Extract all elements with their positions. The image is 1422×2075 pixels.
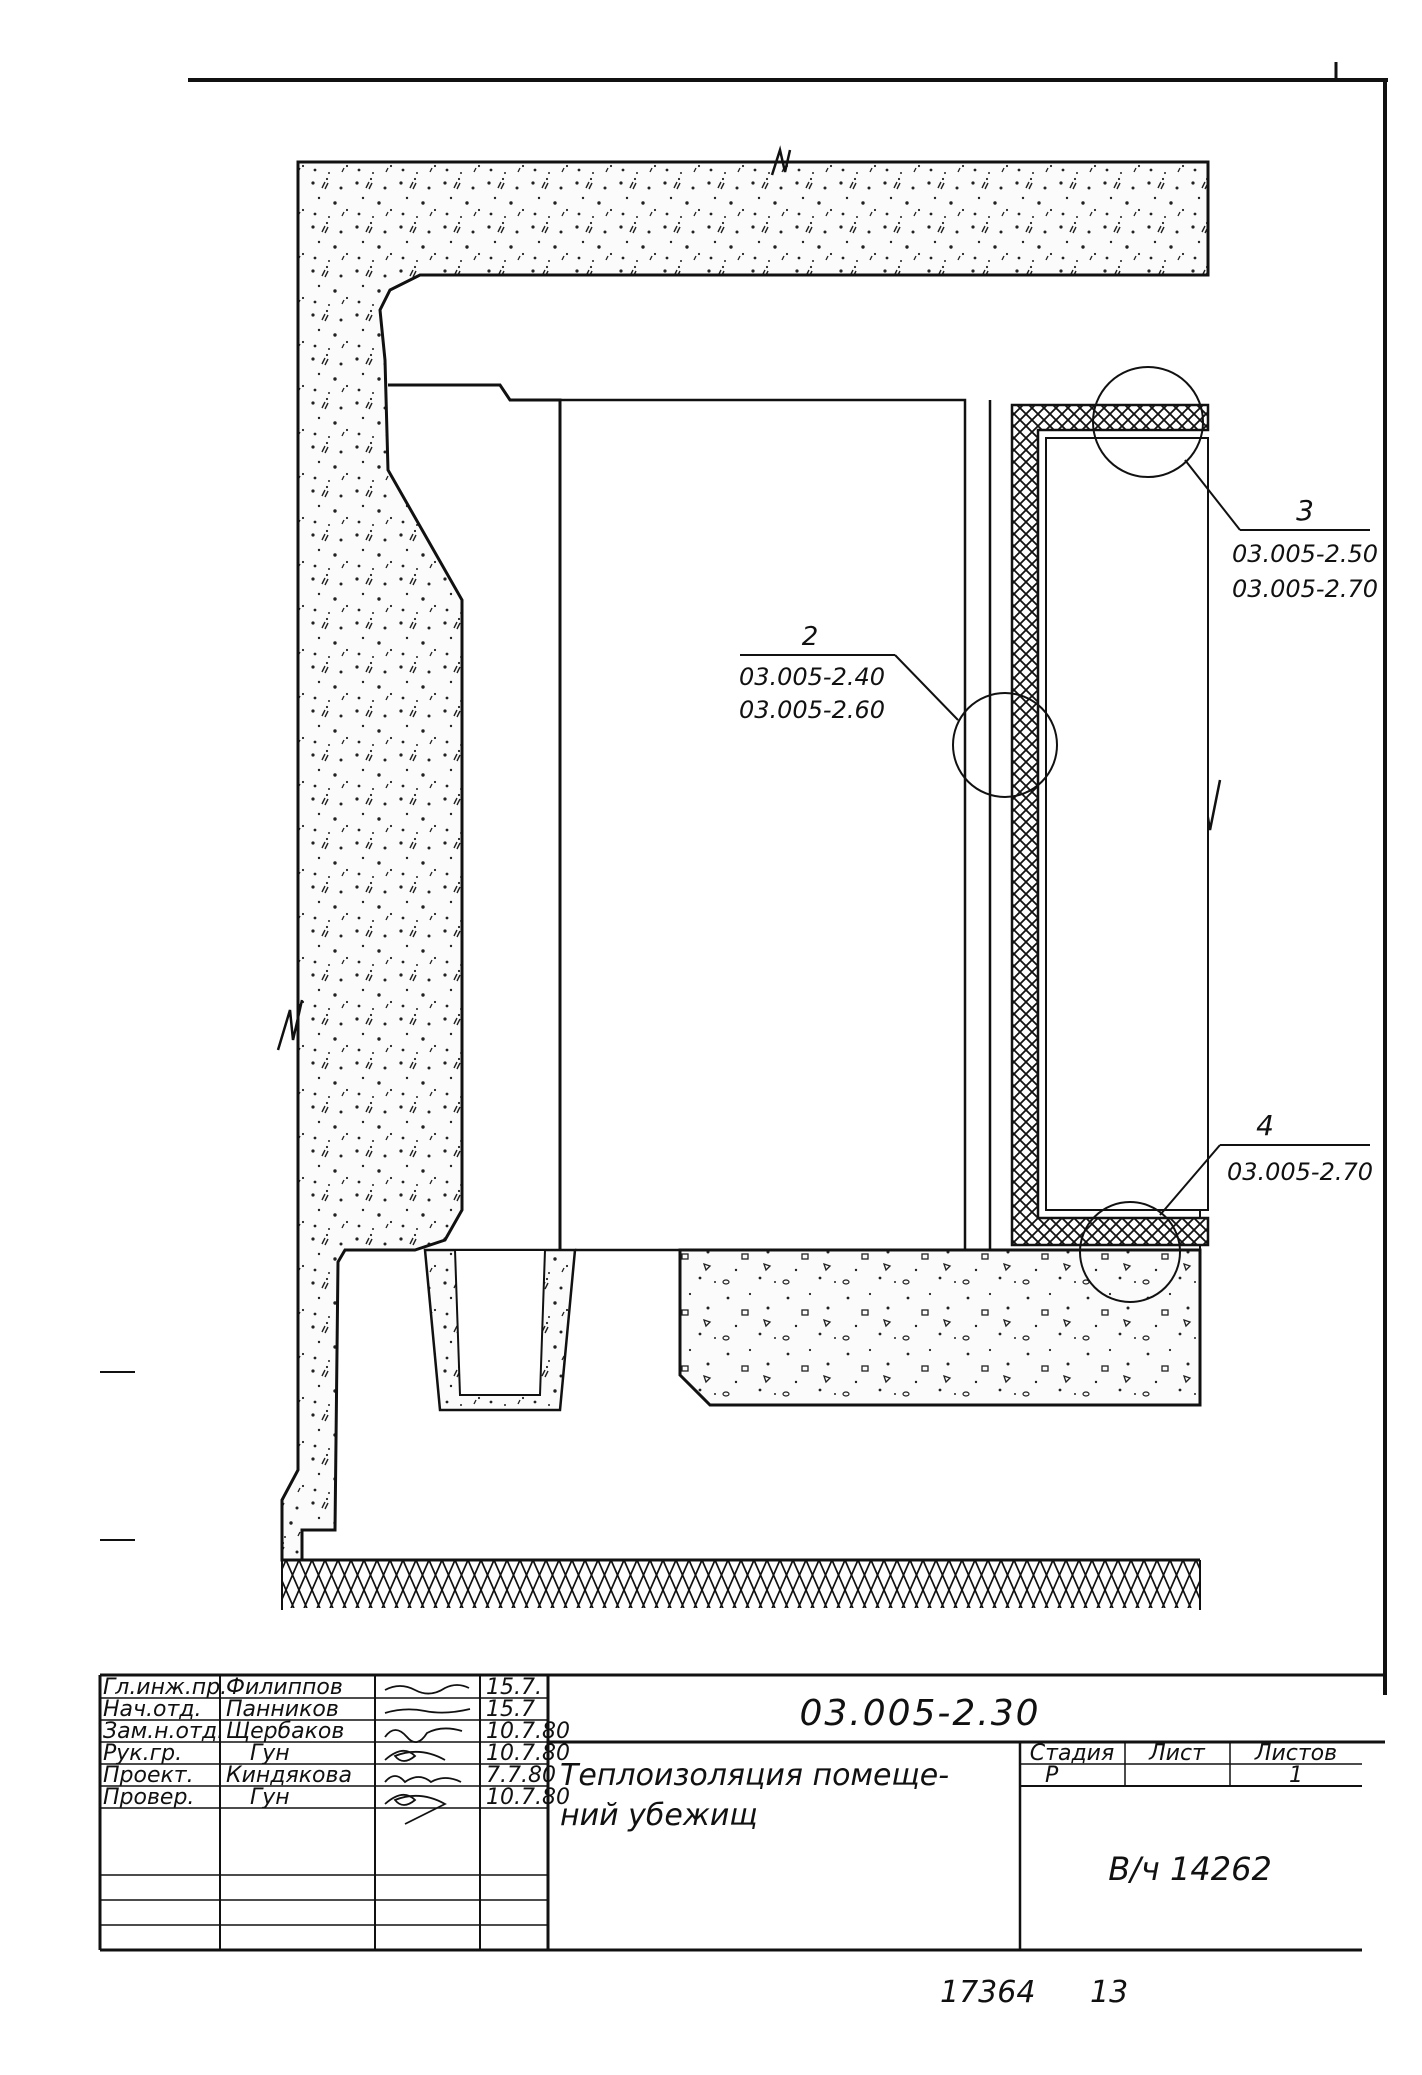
- name-5: Киндякова: [226, 1763, 352, 1788]
- title-block: Гл.инж.пр. Филиппов 15.7. Нач.отд. Панни…: [98, 1673, 1385, 1952]
- date-5: 7.7.80: [486, 1763, 556, 1788]
- stage-value: Р: [1045, 1763, 1059, 1788]
- role-2: Нач.отд.: [103, 1697, 202, 1722]
- role-1: Гл.инж.пр.: [103, 1675, 227, 1700]
- name-6: Гун: [250, 1785, 290, 1810]
- callout-2: 2 03.005-2.40 03.005-2.60: [739, 622, 1058, 798]
- role-3: Зам.н.отд.: [103, 1719, 224, 1744]
- callout-3-number: 3: [1296, 494, 1314, 527]
- date-2: 15.7: [486, 1697, 535, 1722]
- gravel-floor-slab: [678, 1248, 1202, 1407]
- sheets-header: Листов: [1254, 1741, 1337, 1766]
- foundation-earth: [281, 1558, 1201, 1610]
- title-line-1: Теплоизоляция помеще-: [560, 1758, 949, 1793]
- callout-2-ref-2: 03.005-2.60: [739, 696, 885, 724]
- sheet-header: Лист: [1148, 1741, 1206, 1766]
- title-line-2: ний убежищ: [560, 1798, 758, 1833]
- role-6: Провер.: [103, 1785, 194, 1810]
- sheets-value: 1: [1289, 1763, 1303, 1788]
- date-4: 10.7.80: [486, 1741, 570, 1766]
- name-3: Щербаков: [226, 1719, 344, 1744]
- callout-3-ref-2: 03.005-2.70: [1232, 575, 1378, 603]
- callout-3: 3 03.005-2.50 03.005-2.70: [1092, 366, 1378, 603]
- callout-3-ref-1: 03.005-2.50: [1232, 540, 1378, 568]
- callout-4: 4 03.005-2.70: [1079, 1109, 1373, 1303]
- room-outline-center: [560, 398, 967, 1252]
- page-footer: 17364 13: [940, 1975, 1128, 2010]
- thermal-insulation-layer: [1010, 403, 1210, 1247]
- callout-2-ref-1: 03.005-2.40: [739, 663, 885, 691]
- page-number: 13: [1090, 1975, 1128, 2010]
- drawing-frame: [100, 62, 1388, 1695]
- name-1: Филиппов: [226, 1675, 343, 1700]
- concrete-enclosure: [280, 160, 1210, 1562]
- role-5: Проект.: [103, 1763, 194, 1788]
- date-6: 10.7.80: [486, 1785, 570, 1810]
- stage-header: Стадия: [1030, 1741, 1114, 1766]
- signatures: [384, 1684, 471, 1825]
- role-4: Рук.гр.: [103, 1741, 182, 1766]
- name-2: Панников: [226, 1697, 339, 1722]
- callout-4-ref-1: 03.005-2.70: [1227, 1158, 1373, 1186]
- callout-4-number: 4: [1256, 1109, 1274, 1142]
- date-3: 10.7.80: [486, 1719, 570, 1744]
- inventory-number: 17364: [940, 1975, 1035, 2010]
- date-1: 15.7.: [486, 1675, 542, 1700]
- organization: В/ч 14262: [1108, 1850, 1272, 1888]
- callout-2-number: 2: [802, 622, 819, 652]
- name-4: Гун: [250, 1741, 290, 1766]
- drawing-code: 03.005-2.30: [799, 1693, 1040, 1734]
